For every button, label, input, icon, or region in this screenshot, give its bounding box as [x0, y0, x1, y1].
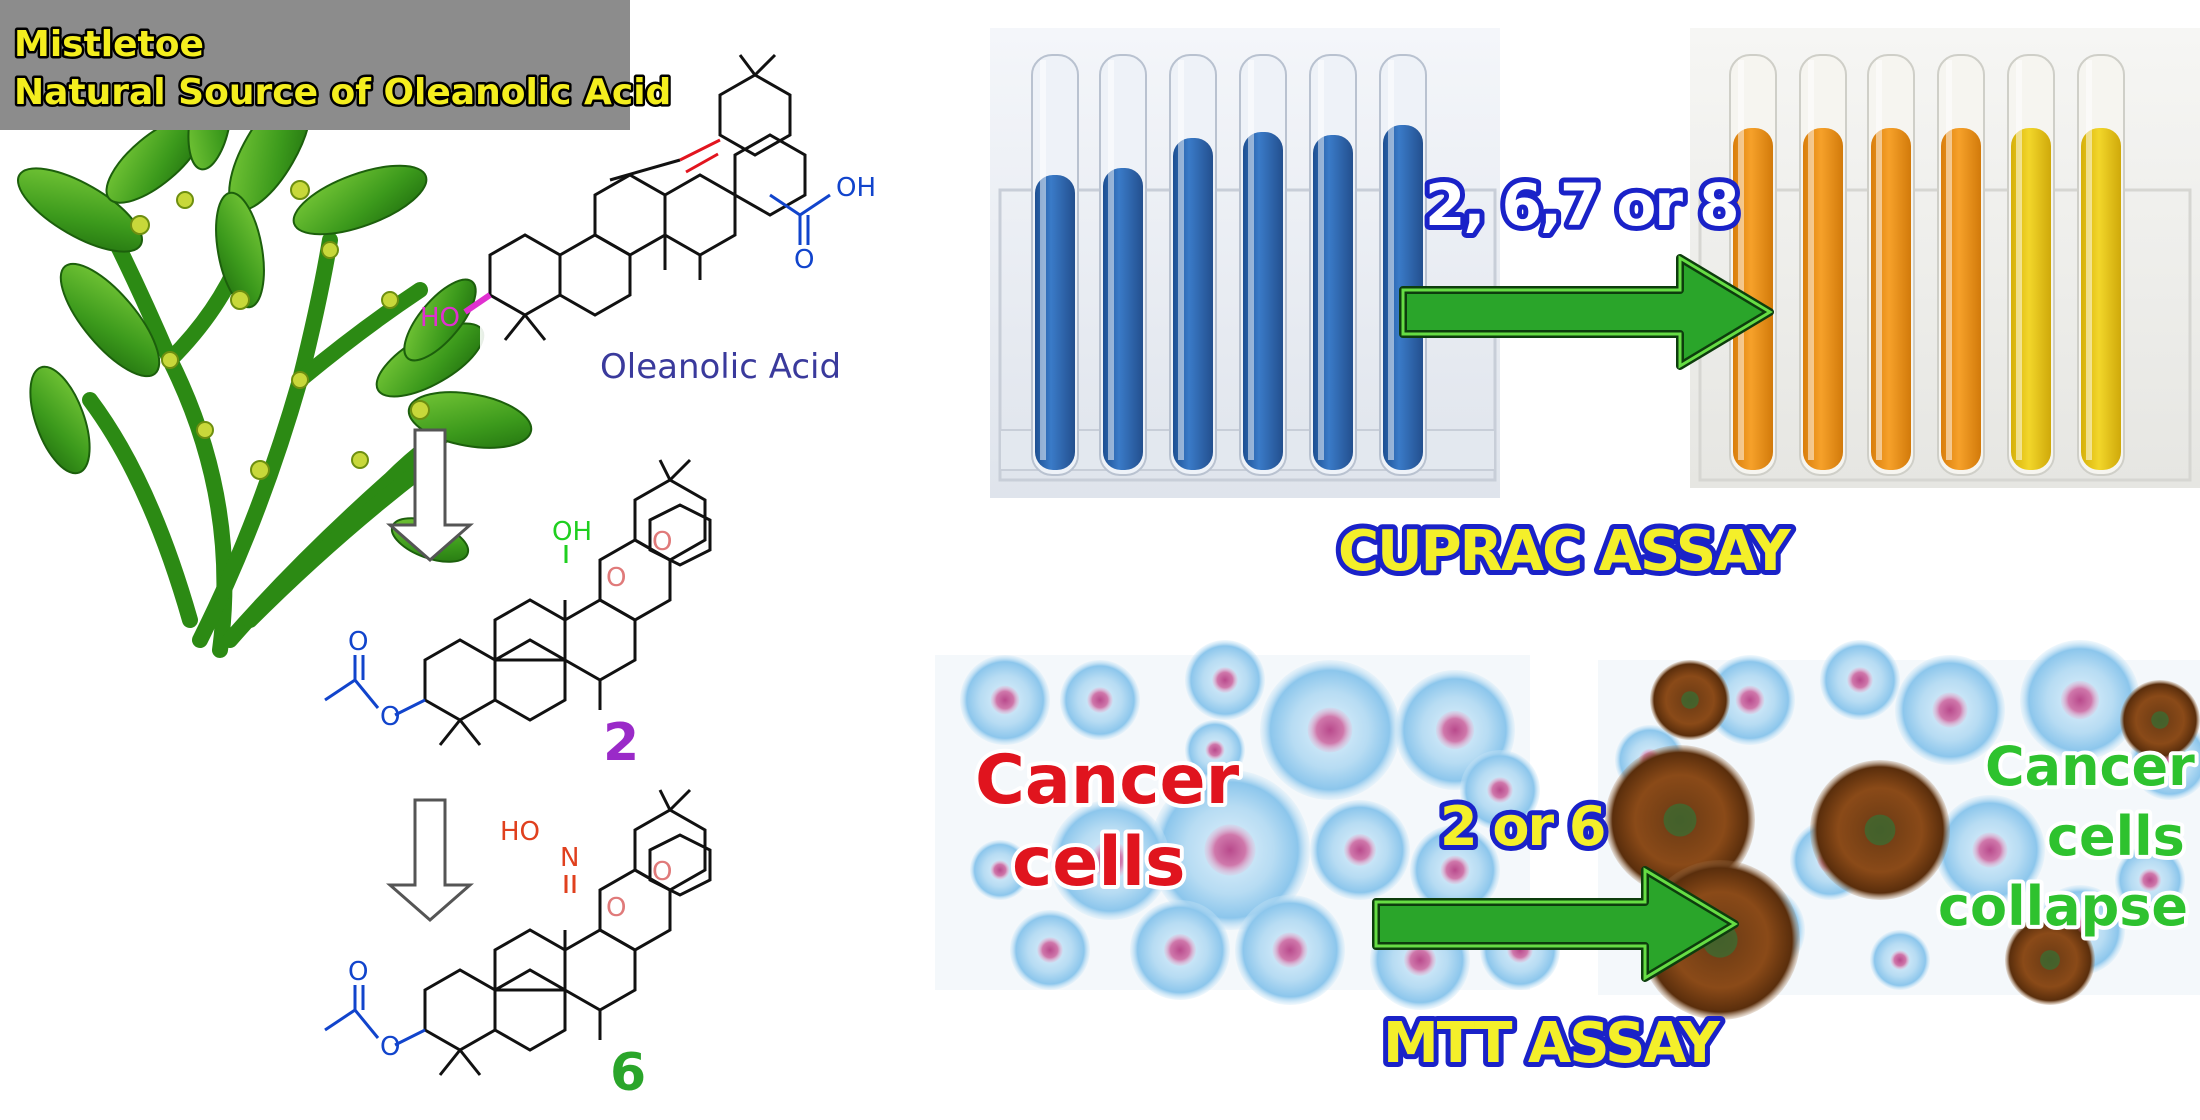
cancer-cell: [1010, 910, 1090, 990]
mistletoe-illustration: [16, 69, 533, 658]
cancer-cell: [1150, 770, 1310, 930]
cancer-cell: [970, 840, 1030, 900]
oleanolic-oh-label: OH: [836, 173, 876, 203]
test-tube-blue: [1309, 54, 1357, 476]
test-tube-blue: [1379, 54, 1427, 476]
cancer-cell: [1310, 800, 1410, 900]
test-tube-blue: [1099, 54, 1147, 476]
cancer-cell: [1185, 640, 1265, 720]
collapsed-cell: [2120, 680, 2200, 760]
down-arrow-2: [386, 798, 474, 922]
cancer-cell: [1870, 930, 1930, 990]
compound-6-lactone-o1: O: [606, 893, 626, 923]
cancer-cell: [1260, 660, 1400, 800]
collapsed-cell: [1605, 745, 1755, 895]
cancer-cell: [1130, 900, 1230, 1000]
test-tube-colored: [1729, 54, 1777, 476]
cancer-cell: [1895, 655, 2005, 765]
cancer-cell: [1460, 750, 1540, 830]
test-tube-blue: [1239, 54, 1287, 476]
compound-2-ester-o1: O: [380, 702, 400, 732]
test-tube-colored: [2007, 54, 2055, 476]
compound-6-ester-o2: O: [348, 957, 368, 987]
mtt-collapse-label-line3: collapse: [1938, 875, 2188, 938]
mtt-cancer-label-line2: cells: [1012, 823, 1186, 902]
compound-6-ester-o1: O: [380, 1032, 400, 1062]
cuprac-before-photo: [990, 28, 1500, 498]
test-tube-blue: [1169, 54, 1217, 476]
cancer-cell: [2020, 640, 2140, 760]
oleanolic-ho-label: HO: [420, 303, 460, 333]
header-line-1: Mistletoe: [14, 24, 204, 65]
cancer-cell: [1050, 800, 1170, 920]
compound-2-oh: OH: [552, 517, 592, 547]
cuprac-compounds-label: 2, 6,7 or 8: [1425, 171, 1738, 239]
cancer-cell: [1060, 660, 1140, 740]
test-tube-blue: [1031, 54, 1079, 476]
cancer-cell: [2115, 845, 2185, 915]
test-tube-colored: [1799, 54, 1847, 476]
collapsed-cell: [1650, 660, 1730, 740]
test-tube-colored: [1937, 54, 1985, 476]
compound-2-ester-o2: O: [348, 627, 368, 657]
cancer-cell: [1705, 655, 1795, 745]
down-arrow-1: [386, 428, 474, 562]
compound-6-oxime-ho: HO: [500, 817, 540, 847]
test-tube-colored: [2077, 54, 2125, 476]
mtt-cancer-label-line1: Cancer: [975, 741, 1240, 820]
cancer-cell: [1410, 825, 1500, 915]
mtt-compounds-label: 2 or 6: [1440, 795, 1604, 858]
cancer-cell: [960, 655, 1050, 745]
mtt-collapse-label-line2: cells: [2047, 805, 2185, 868]
compound-2-number: 2: [603, 713, 639, 773]
cancer-cell: [1185, 720, 1245, 780]
header-line-2: Natural Source of Oleanolic Acid: [14, 72, 671, 113]
compound-6-number: 6: [610, 1043, 646, 1103]
compound-2-structure: [324, 458, 712, 746]
oleanolic-acid-name: Oleanolic Acid: [600, 347, 841, 387]
mtt-collapse-label-line1: Cancer: [1985, 735, 2195, 798]
header-box: [0, 0, 630, 130]
compound-6-lactone-o2: O: [652, 857, 672, 887]
compound-2-lactone-o2: O: [652, 527, 672, 557]
cuprac-after-photo: [1690, 28, 2200, 488]
test-tube-colored: [1867, 54, 1915, 476]
compound-6-structure: [324, 788, 712, 1076]
compound-2-lactone-o1: O: [606, 563, 626, 593]
oleanolic-acid-structure: [463, 53, 870, 365]
compound-6-oxime-n: N: [560, 843, 579, 873]
cancer-cell: [1235, 895, 1345, 1005]
collapsed-cell: [1810, 760, 1950, 900]
oleanolic-carboxyl-o: O: [794, 245, 814, 275]
collapsed-cell: [2005, 915, 2095, 1005]
cuprac-arrow: [1399, 254, 1774, 370]
cancer-cell: [1820, 640, 1900, 720]
mtt-assay-label: MTT ASSAY: [1383, 1011, 1721, 1076]
mtt-arrow: [1372, 866, 1739, 982]
cancer-cell: [1935, 795, 2045, 905]
cuprac-assay-label: CUPRAC ASSAY: [1338, 519, 1792, 584]
